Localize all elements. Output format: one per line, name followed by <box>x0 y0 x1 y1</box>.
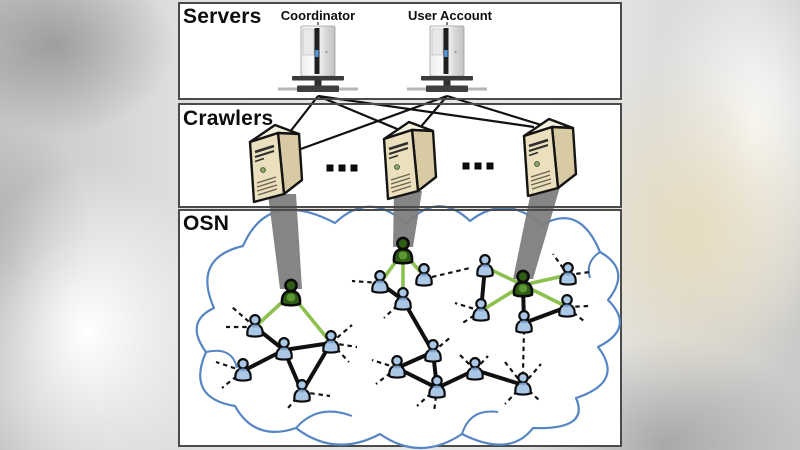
cloud-scallop-arc <box>587 251 601 279</box>
user-icon <box>246 314 264 338</box>
user-icon <box>275 337 293 361</box>
cloud-scallop-arc <box>205 349 238 369</box>
user-icon <box>322 330 340 354</box>
crawlers-panel-label: Crawlers <box>183 107 274 130</box>
cloud-scallop-arc <box>461 410 499 435</box>
panel-servers <box>178 2 622 100</box>
user-icon <box>293 379 311 403</box>
crawled-user-icon <box>512 269 534 298</box>
user-icon <box>558 294 576 318</box>
ellipsis-dot <box>350 164 358 172</box>
crawler-machine-icon <box>522 117 578 198</box>
cloud-scallop-arc <box>295 410 353 429</box>
user-icon <box>515 310 533 334</box>
user-icon <box>428 375 446 399</box>
crawl-beam <box>268 194 302 289</box>
user-icon <box>424 339 442 363</box>
user-icon <box>514 372 532 396</box>
user-icon <box>234 358 252 382</box>
servers-panel-label: Servers <box>183 5 262 28</box>
user-icon <box>371 270 389 294</box>
user-account-server-icon <box>407 22 487 92</box>
crawler-machine-icon <box>248 123 304 204</box>
crawler-machine-icon <box>382 120 438 201</box>
user-icon <box>559 262 577 286</box>
user-icon <box>415 263 433 287</box>
ellipsis-dot <box>486 162 494 170</box>
user-icon <box>472 298 490 322</box>
crawl-beam <box>393 191 422 247</box>
coordinator-server-icon <box>278 22 358 92</box>
ellipsis-dot <box>462 162 470 170</box>
coordinator-server-label: Coordinator <box>280 8 356 23</box>
user-icon <box>476 254 494 278</box>
user-icon <box>388 355 406 379</box>
crawled-user-icon <box>280 278 302 307</box>
user-icon <box>394 287 412 311</box>
crawled-user-icon <box>392 236 414 265</box>
user-icon <box>466 357 484 381</box>
user-account-server-label: User Account <box>407 8 493 23</box>
ellipsis-dot <box>326 164 334 172</box>
ellipsis-dot <box>474 162 482 170</box>
ellipsis-dot <box>338 164 346 172</box>
osn-panel-label: OSN <box>183 212 230 235</box>
